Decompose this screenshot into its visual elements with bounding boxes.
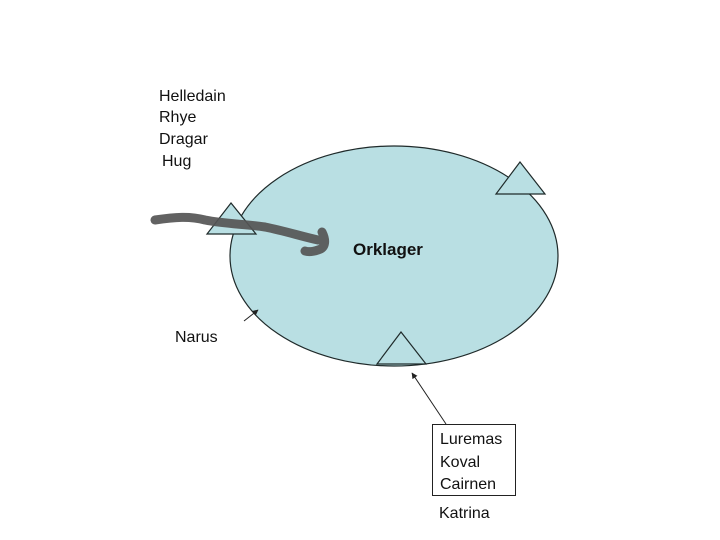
label-top-left-4: Hug (162, 153, 192, 170)
label-top-left-3: Dragar (159, 131, 208, 148)
box-pointer-arrow (411, 372, 447, 425)
box-item-1: Luremas (440, 431, 503, 448)
narus-pointer-arrow (243, 309, 259, 322)
label-top-left-1: Helledain (159, 88, 226, 105)
brush-arrow (150, 212, 330, 257)
triangle-marker-top-right (494, 161, 547, 195)
label-top-left-2: Rhye (159, 109, 197, 126)
box-item-3: Cairnen (440, 476, 497, 493)
orklager-ellipse (229, 145, 559, 367)
triangle-marker-bottom (375, 331, 428, 365)
label-left: Narus (175, 329, 218, 346)
bottom-label-box: Luremas Koval Cairnen (432, 424, 516, 496)
label-bottom: Katrina (439, 505, 490, 522)
box-item-2: Koval (440, 453, 481, 471)
center-label: Orklager (353, 240, 423, 259)
